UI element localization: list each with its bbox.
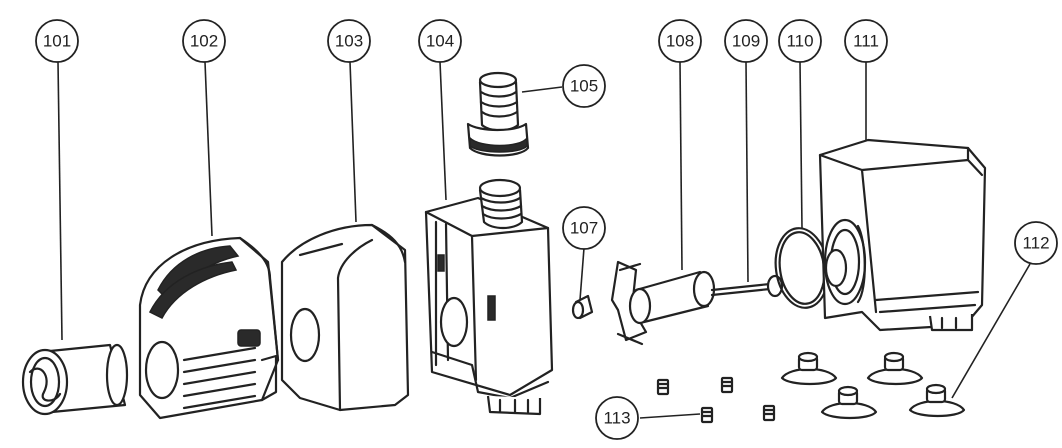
- leader-107: [579, 247, 585, 301]
- callout-101: 101: [35, 19, 79, 63]
- leader-103: [349, 61, 357, 223]
- svg-text:107: 107: [570, 219, 598, 238]
- part-111-motor-block: [818, 138, 987, 332]
- callout-108: 108: [658, 19, 702, 63]
- leader-105: [521, 86, 563, 93]
- leader-108: [679, 61, 683, 271]
- callouts: 101 102 103 104 105 107 108 109: [35, 19, 1058, 440]
- part-113-screws: [656, 376, 776, 424]
- suction-cup: [908, 383, 966, 418]
- svg-text:108: 108: [666, 32, 694, 51]
- callout-113: 113: [595, 396, 639, 440]
- leader-113: [639, 413, 701, 419]
- leader-109: [745, 61, 749, 283]
- part-101-strainer: [21, 343, 129, 416]
- leader-lines: [57, 61, 1031, 419]
- svg-text:109: 109: [732, 32, 760, 51]
- callout-103: 103: [327, 19, 371, 63]
- svg-text:111: 111: [853, 32, 879, 51]
- screw: [762, 404, 776, 422]
- part-108-impeller: [610, 260, 716, 346]
- part-112-suction-cups: [780, 351, 966, 420]
- screw: [720, 376, 734, 394]
- suction-cup: [820, 385, 878, 420]
- suction-cup: [780, 351, 838, 386]
- suction-cup: [866, 351, 924, 386]
- leader-112: [951, 263, 1031, 399]
- leader-110: [799, 61, 803, 229]
- part-107-bearing: [571, 294, 594, 320]
- leader-101: [57, 61, 63, 341]
- callout-104: 104: [418, 19, 462, 63]
- callout-111: 111: [844, 19, 888, 63]
- callout-102: 102: [182, 19, 226, 63]
- svg-text:113: 113: [603, 409, 630, 428]
- leader-104: [439, 61, 447, 201]
- callout-112: 112: [1014, 221, 1058, 265]
- part-109-shaft: [710, 274, 784, 298]
- part-103-middle-cover: [280, 223, 410, 412]
- svg-text:112: 112: [1022, 234, 1049, 253]
- svg-text:104: 104: [426, 32, 454, 51]
- callout-105: 105: [562, 64, 606, 108]
- svg-text:101: 101: [43, 32, 71, 51]
- svg-text:102: 102: [190, 32, 218, 51]
- part-105-hose-connector: [466, 71, 530, 157]
- callout-110: 110: [778, 19, 822, 63]
- leader-102: [204, 61, 213, 237]
- part-102-front-cover: [138, 236, 280, 420]
- callout-107: 107: [562, 206, 606, 250]
- svg-text:103: 103: [335, 32, 363, 51]
- part-104-pump-housing: [424, 178, 554, 416]
- svg-text:110: 110: [786, 32, 813, 51]
- screw: [656, 378, 670, 396]
- screw: [700, 406, 714, 424]
- callout-109: 109: [724, 19, 768, 63]
- svg-text:105: 105: [570, 77, 598, 96]
